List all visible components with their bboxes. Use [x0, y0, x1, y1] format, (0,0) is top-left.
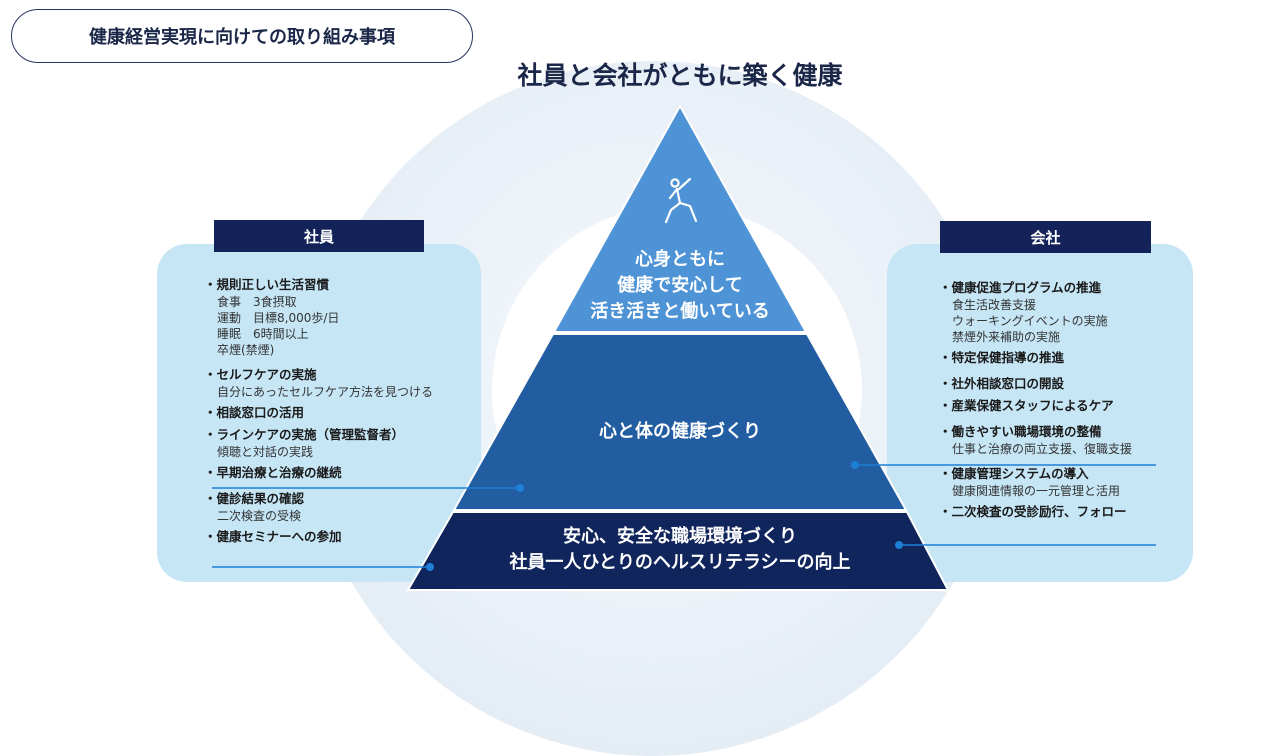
company-list: ・健康促進プログラムの推進食生活改善支援ウォーキングイベントの実施禁煙外来補助の…	[939, 279, 1132, 521]
list-item: ・相談窓口の活用	[204, 404, 433, 422]
pyramid-top-tier	[552, 103, 808, 333]
list-item: ・早期治療と治療の継続	[204, 464, 433, 482]
list-item: ・健康促進プログラムの推進食生活改善支援ウォーキングイベントの実施禁煙外来補助の…	[939, 279, 1132, 345]
list-item-detail: 卒煙(禁煙)	[217, 343, 275, 357]
list-item-heading: ・健康促進プログラムの推進	[939, 280, 1102, 295]
list-item-heading: ・セルフケアの実施	[204, 367, 317, 382]
list-item-heading: ・早期治療と治療の継続	[204, 465, 342, 480]
list-item-heading: ・産業保健スタッフによるケア	[939, 398, 1114, 413]
list-item: ・健康セミナーへの参加	[204, 528, 433, 546]
pyramid-bottom-text: 安心、安全な職場環境づくり 社員一人ひとりのヘルスリテラシーの向上	[420, 524, 940, 576]
page-title: 健康経営実現に向けての取り組み事項	[11, 9, 473, 63]
connector-dot-left-2	[426, 563, 434, 571]
list-item-detail: ウォーキングイベントの実施	[952, 314, 1108, 328]
pyramid-middle-text: 心と体の健康づくり	[599, 421, 761, 442]
list-item-heading: ・健康管理システムの導入	[939, 466, 1089, 481]
list-item-heading: ・ラインケアの実施（管理監督者）	[204, 427, 405, 442]
employee-panel	[157, 244, 481, 582]
company-panel	[887, 244, 1193, 582]
list-item-detail: 二次検査の受検	[217, 509, 302, 523]
list-item: ・ラインケアの実施（管理監督者） 傾聴と対話の実践	[204, 426, 433, 460]
pyramid-diagram	[212, 103, 1156, 591]
list-item: ・健診結果の確認二次検査の受検	[204, 490, 433, 524]
list-item-heading: ・健診結果の確認	[204, 491, 305, 506]
list-item: ・働きやすい職場環境の整備仕事と治療の両立支援、復職支援	[939, 423, 1132, 457]
pyramid-bottom-tier	[406, 511, 950, 591]
list-item-heading: ・相談窓口の活用	[204, 405, 305, 420]
list-item-heading: ・健康セミナーへの参加	[204, 529, 342, 544]
pyramid-bottom-line-2: 社員一人ひとりのヘルスリテラシーの向上	[509, 552, 851, 573]
list-item-detail: 運動 目標8,000歩/日	[217, 311, 340, 325]
list-item: ・二次検査の受診励行、フォロー	[939, 503, 1132, 521]
pyramid-bottom-line-1: 安心、安全な職場環境づくり	[563, 526, 797, 547]
connector-dot-left-1	[516, 484, 524, 492]
list-item-heading: ・特定保健指導の推進	[939, 350, 1065, 365]
list-item-heading: ・規則正しい生活習慣	[204, 277, 330, 292]
person-stretching-icon	[664, 177, 698, 224]
list-item: ・産業保健スタッフによるケア	[939, 397, 1132, 415]
list-item: ・特定保健指導の推進	[939, 349, 1132, 367]
list-item-detail: 禁煙外来補助の実施	[952, 330, 1061, 344]
list-item-heading: ・働きやすい職場環境の整備	[939, 424, 1102, 439]
pyramid-middle-tier	[452, 333, 908, 511]
employee-label: 社員	[214, 220, 424, 252]
pyramid-top-line-1: 心身ともに	[635, 249, 725, 270]
list-item: ・社外相談窓口の開設	[939, 375, 1132, 393]
list-item-detail: 傾聴と対話の実践	[217, 445, 314, 459]
pyramid-top-line-2: 健康で安心して	[617, 275, 743, 296]
connector-dot-right-1	[851, 461, 859, 469]
connector-dot-right-2	[895, 541, 903, 549]
pyramid-top-text: 心身ともに 健康で安心して 活き活きと働いている	[555, 247, 805, 325]
list-item: ・セルフケアの実施自分にあったセルフケア方法を見つける	[204, 366, 433, 400]
list-item: ・健康管理システムの導入健康関連情報の一元管理と活用	[939, 465, 1132, 499]
list-item-detail: 仕事と治療の両立支援、復職支援	[952, 442, 1133, 456]
list-item-detail: 睡眠 6時間以上	[217, 327, 309, 341]
list-item-detail: 健康関連情報の一元管理と活用	[952, 484, 1121, 498]
pyramid-top-line-3: 活き活きと働いている	[590, 301, 770, 322]
company-label: 会社	[940, 221, 1151, 253]
list-item: ・規則正しい生活習慣食事 3食摂取運動 目標8,000歩/日睡眠 6時間以上卒煙…	[204, 276, 433, 358]
list-item-heading: ・二次検査の受診励行、フォロー	[939, 504, 1127, 519]
list-item-detail: 食事 3食摂取	[217, 295, 297, 309]
list-item-detail: 自分にあったセルフケア方法を見つける	[217, 385, 434, 399]
list-item-heading: ・社外相談窓口の開設	[939, 376, 1065, 391]
list-item-detail: 食生活改善支援	[952, 298, 1037, 312]
employee-list: ・規則正しい生活習慣食事 3食摂取運動 目標8,000歩/日睡眠 6時間以上卒煙…	[204, 276, 433, 546]
headline: 社員と会社がともに築く健康	[517, 61, 843, 90]
